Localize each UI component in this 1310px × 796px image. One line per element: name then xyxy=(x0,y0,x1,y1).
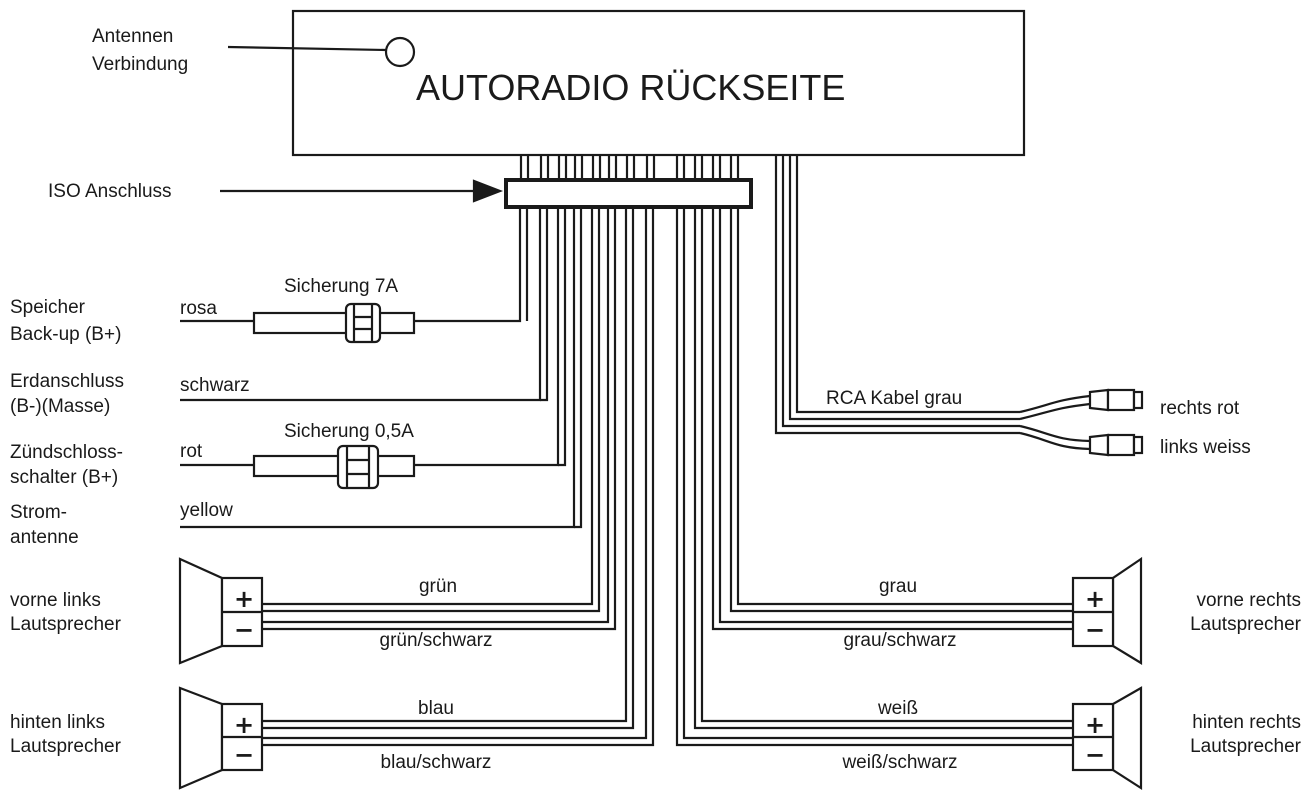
rca-plug-right xyxy=(1088,388,1144,412)
rear-left-plus-color: blau xyxy=(418,698,454,719)
power-antenna-label-line1: Strom- xyxy=(10,502,67,523)
wire-rear-right xyxy=(675,207,1073,747)
speaker-front-left xyxy=(178,557,264,665)
speaker-rl-plus-sign: + xyxy=(234,711,254,739)
rca-cable xyxy=(774,155,1091,451)
wire-ground xyxy=(180,207,549,402)
rear-left-label-line1: hinten links xyxy=(10,712,105,733)
wire-front-right xyxy=(711,207,1073,631)
ignition-wire-color: rot xyxy=(180,441,203,462)
speaker-fr-plus-sign: + xyxy=(1085,585,1105,613)
radio-title: AUTORADIO RÜCKSEITE xyxy=(416,67,845,108)
rear-right-plus-color: weiß xyxy=(877,698,918,719)
iso-label: ISO Anschluss xyxy=(48,181,172,202)
ignition-label-line1: Zündschloss- xyxy=(10,442,123,463)
speaker-fr-minus-sign: − xyxy=(1085,616,1105,644)
memory-label-line2: Back-up (B+) xyxy=(10,324,121,345)
ground-wire-color: schwarz xyxy=(180,375,250,396)
memory-label-line1: Speicher xyxy=(10,297,86,318)
power-antenna-label-line2: antenne xyxy=(10,527,79,548)
front-left-label-line1: vorne links xyxy=(10,590,101,611)
rear-right-minus-color: weiß/schwarz xyxy=(841,752,957,773)
ground-label-line1: Erdanschluss xyxy=(10,371,124,392)
memory-wire-color: rosa xyxy=(180,298,217,319)
speaker-front-right xyxy=(1071,556,1143,665)
rca-right-label: rechts rot xyxy=(1160,398,1240,419)
front-right-plus-color: grau xyxy=(879,576,917,597)
wire-power-antenna xyxy=(180,207,583,529)
speaker-fl-plus-sign: + xyxy=(234,585,254,613)
ground-label-line2: (B-)(Masse) xyxy=(10,396,110,417)
front-right-label-line2: Lautsprecher xyxy=(1190,614,1302,635)
front-right-label-line1: vorne rechts xyxy=(1196,590,1301,611)
front-left-plus-color: grün xyxy=(419,576,457,597)
wire-rear-left xyxy=(262,207,655,747)
speaker-rear-left xyxy=(178,686,264,790)
wire-front-left xyxy=(262,207,617,631)
rca-left-label: links weiss xyxy=(1160,437,1251,458)
fuse-0-5a xyxy=(252,444,416,490)
wire-memory xyxy=(180,207,529,323)
radio-to-iso-wires xyxy=(519,155,740,180)
iso-connector xyxy=(504,178,753,209)
rear-right-label-line2: Lautsprecher xyxy=(1190,736,1302,757)
antenna-leader-line xyxy=(227,45,387,52)
speaker-rear-right xyxy=(1071,686,1143,791)
fuse-7a xyxy=(252,302,416,344)
rca-plug-left xyxy=(1088,433,1144,457)
speaker-rr-minus-sign: − xyxy=(1085,741,1105,769)
speaker-rl-minus-sign: − xyxy=(234,741,254,769)
rear-right-label-line1: hinten rechts xyxy=(1192,712,1301,733)
radio-box xyxy=(291,9,1026,157)
front-left-label-line2: Lautsprecher xyxy=(10,614,122,635)
speaker-fl-minus-sign: − xyxy=(234,616,254,644)
speaker-rr-plus-sign: + xyxy=(1085,711,1105,739)
antenna-label-line2: Verbindung xyxy=(92,54,188,75)
rear-left-label-line2: Lautsprecher xyxy=(10,736,122,757)
iso-arrow-head xyxy=(472,179,504,203)
power-antenna-wire-color: yellow xyxy=(180,500,233,521)
fuse-0-5a-label: Sicherung 0,5A xyxy=(284,421,414,442)
ignition-label-line2: schalter (B+) xyxy=(10,467,118,488)
front-left-minus-color: grün/schwarz xyxy=(380,630,493,651)
antenna-label-line1: Antennen xyxy=(92,26,173,47)
rear-left-minus-color: blau/schwarz xyxy=(381,752,492,773)
wire-ignition xyxy=(180,207,567,467)
rca-cable-label: RCA Kabel grau xyxy=(826,388,962,409)
front-right-minus-color: grau/schwarz xyxy=(844,630,957,651)
fuse-7a-label: Sicherung 7A xyxy=(284,276,398,297)
antenna-socket xyxy=(384,36,416,68)
